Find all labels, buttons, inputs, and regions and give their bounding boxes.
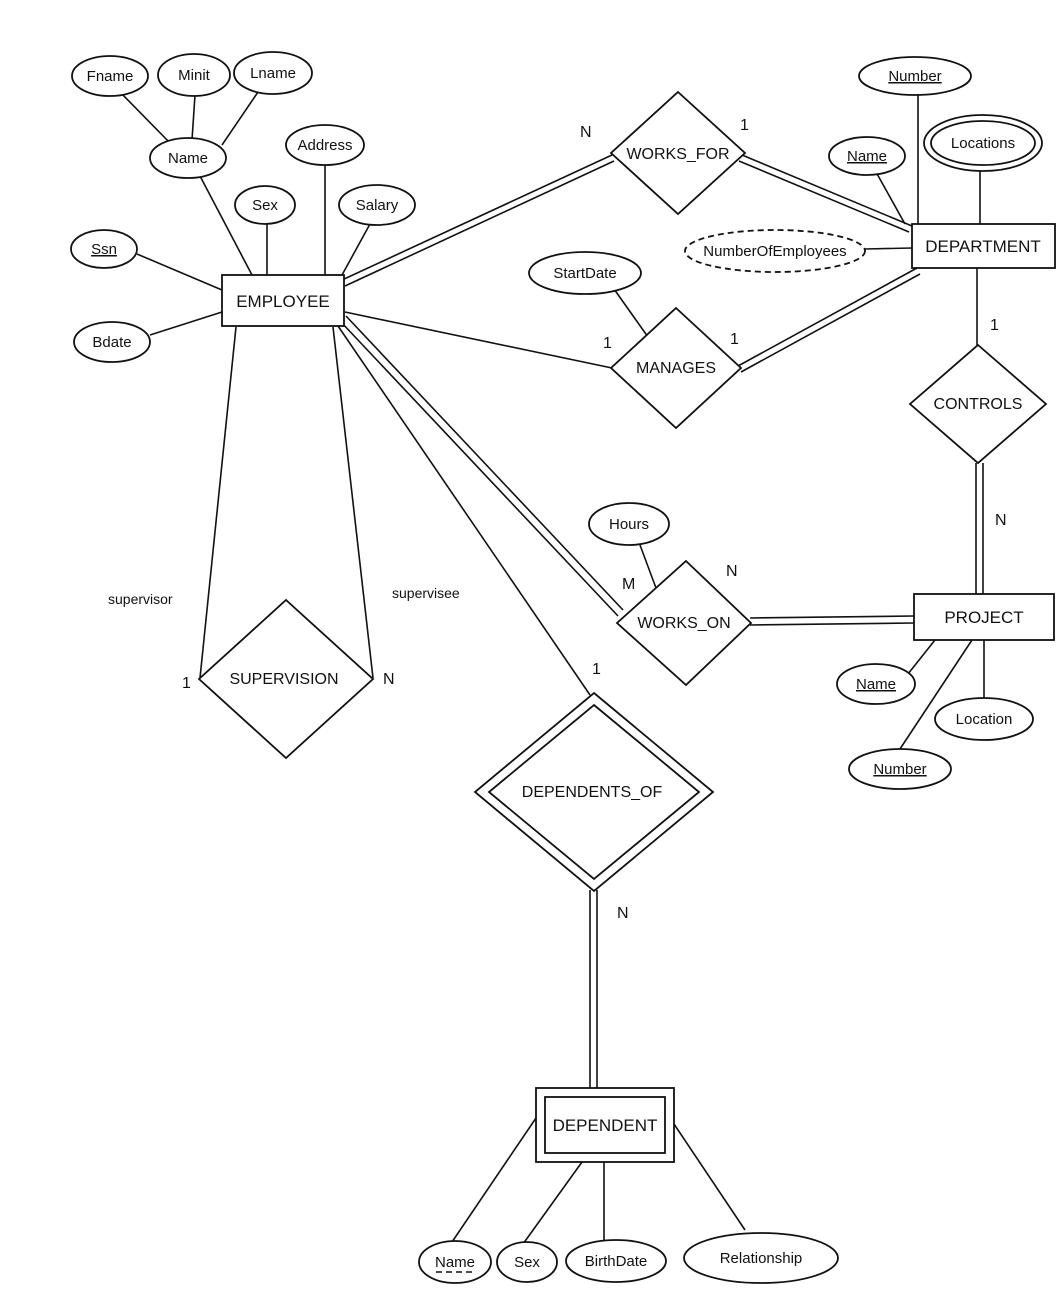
card-controls-proj: N — [995, 512, 1007, 529]
attr-dept-name-label: Name — [847, 148, 887, 165]
rel-manages: MANAGES — [609, 306, 743, 430]
attr-emp-sex: Sex — [234, 185, 296, 225]
attr-works-on-hours-label: Hours — [609, 516, 649, 533]
rel-works-on: WORKS_ON — [615, 559, 753, 687]
role-supervisor: supervisor — [108, 591, 173, 607]
attr-proj-location: Location — [934, 697, 1034, 741]
attr-dept-number: Number — [858, 56, 972, 96]
attr-dep-relationship: Relationship — [683, 1232, 839, 1284]
attr-emp-fname: Fname — [71, 55, 149, 97]
role-supervisee: supervisee — [392, 585, 460, 601]
attr-emp-ssn-label: Ssn — [91, 241, 117, 258]
connector-lines — [117, 89, 985, 1245]
attr-proj-name: Name — [836, 663, 916, 705]
rel-controls-label: CONTROLS — [934, 396, 1023, 413]
card-works-for-dept: 1 — [740, 117, 749, 134]
attr-emp-lname: Lname — [233, 51, 313, 95]
attr-dep-name-label: Name — [435, 1254, 475, 1271]
attr-emp-lname-label: Lname — [250, 65, 296, 82]
attr-emp-salary: Salary — [338, 184, 416, 226]
attr-dep-relationship-label: Relationship — [720, 1250, 803, 1267]
card-supervision-supervisor: 1 — [182, 675, 191, 692]
rel-supervision-label: SUPERVISION — [229, 671, 338, 688]
entity-dependent: DEPENDENT — [535, 1087, 675, 1163]
rel-works-for: WORKS_FOR — [609, 90, 747, 216]
entity-department: DEPARTMENT — [911, 223, 1056, 269]
attr-dept-name: Name — [828, 136, 906, 176]
attr-emp-bdate: Bdate — [73, 321, 151, 363]
attr-emp-address: Address — [285, 124, 365, 166]
entity-employee-label: EMPLOYEE — [236, 292, 330, 311]
attr-emp-bdate-label: Bdate — [92, 334, 131, 351]
attr-emp-minit-label: Minit — [178, 67, 211, 84]
card-works-on-proj: N — [726, 563, 738, 580]
rel-dependents-of: DEPENDENTS_OF — [473, 691, 715, 893]
attr-proj-location-label: Location — [956, 711, 1013, 728]
card-controls-dept: 1 — [990, 317, 999, 334]
entity-project-label: PROJECT — [944, 608, 1023, 627]
attr-dep-sex-label: Sex — [514, 1254, 540, 1271]
entity-employee: EMPLOYEE — [221, 274, 345, 327]
entity-department-label: DEPARTMENT — [925, 237, 1041, 256]
attr-emp-salary-label: Salary — [356, 197, 399, 214]
entity-project: PROJECT — [913, 593, 1055, 641]
card-manages-dept: 1 — [730, 331, 739, 348]
attr-manages-startdate: StartDate — [528, 251, 642, 295]
attr-proj-number: Number — [848, 748, 952, 790]
rel-works-on-label: WORKS_ON — [637, 615, 730, 632]
rel-controls: CONTROLS — [908, 343, 1048, 465]
card-manages-emp: 1 — [603, 335, 612, 352]
attr-emp-sex-label: Sex — [252, 197, 278, 214]
attr-dept-numberofemployees-label: NumberOfEmployees — [703, 243, 846, 260]
card-works-on-emp: M — [622, 576, 635, 593]
attr-dep-birthdate-label: BirthDate — [585, 1253, 648, 1270]
attr-proj-name-label: Name — [856, 676, 896, 693]
attr-dep-name: Name — [418, 1240, 492, 1284]
attr-dept-locations: Locations — [923, 114, 1043, 172]
attr-dept-numberofemployees: NumberOfEmployees — [684, 229, 866, 273]
attr-emp-ssn: Ssn — [70, 229, 138, 269]
card-dependents-of-dep: N — [617, 905, 629, 922]
attr-dept-locations-label: Locations — [951, 135, 1015, 152]
attr-proj-number-label: Number — [873, 761, 926, 778]
attr-manages-startdate-label: StartDate — [553, 265, 616, 282]
attr-dept-number-label: Number — [888, 68, 941, 85]
attr-emp-name-label: Name — [168, 150, 208, 167]
card-works-for-emp: N — [580, 124, 592, 141]
rel-dependents-of-label: DEPENDENTS_OF — [522, 784, 663, 801]
attr-emp-fname-label: Fname — [87, 68, 134, 85]
rel-works-for-label: WORKS_FOR — [626, 146, 729, 163]
entity-dependent-label: DEPENDENT — [553, 1116, 658, 1135]
rel-supervision: SUPERVISION — [197, 598, 375, 760]
attr-emp-address-label: Address — [297, 137, 352, 154]
attr-emp-minit: Minit — [157, 53, 231, 97]
attr-emp-name: Name — [149, 137, 227, 179]
attr-dep-birthdate: BirthDate — [565, 1239, 667, 1283]
cardinality-labels: N 1 1 1 1 N M N 1 N 1 N — [182, 117, 1007, 922]
rel-manages-label: MANAGES — [636, 360, 716, 377]
role-labels: supervisor supervisee — [108, 585, 460, 607]
card-supervision-supervisee: N — [383, 671, 395, 688]
card-dependents-of-emp: 1 — [592, 661, 601, 678]
attr-works-on-hours: Hours — [588, 502, 670, 546]
attr-dep-sex: Sex — [496, 1241, 558, 1283]
